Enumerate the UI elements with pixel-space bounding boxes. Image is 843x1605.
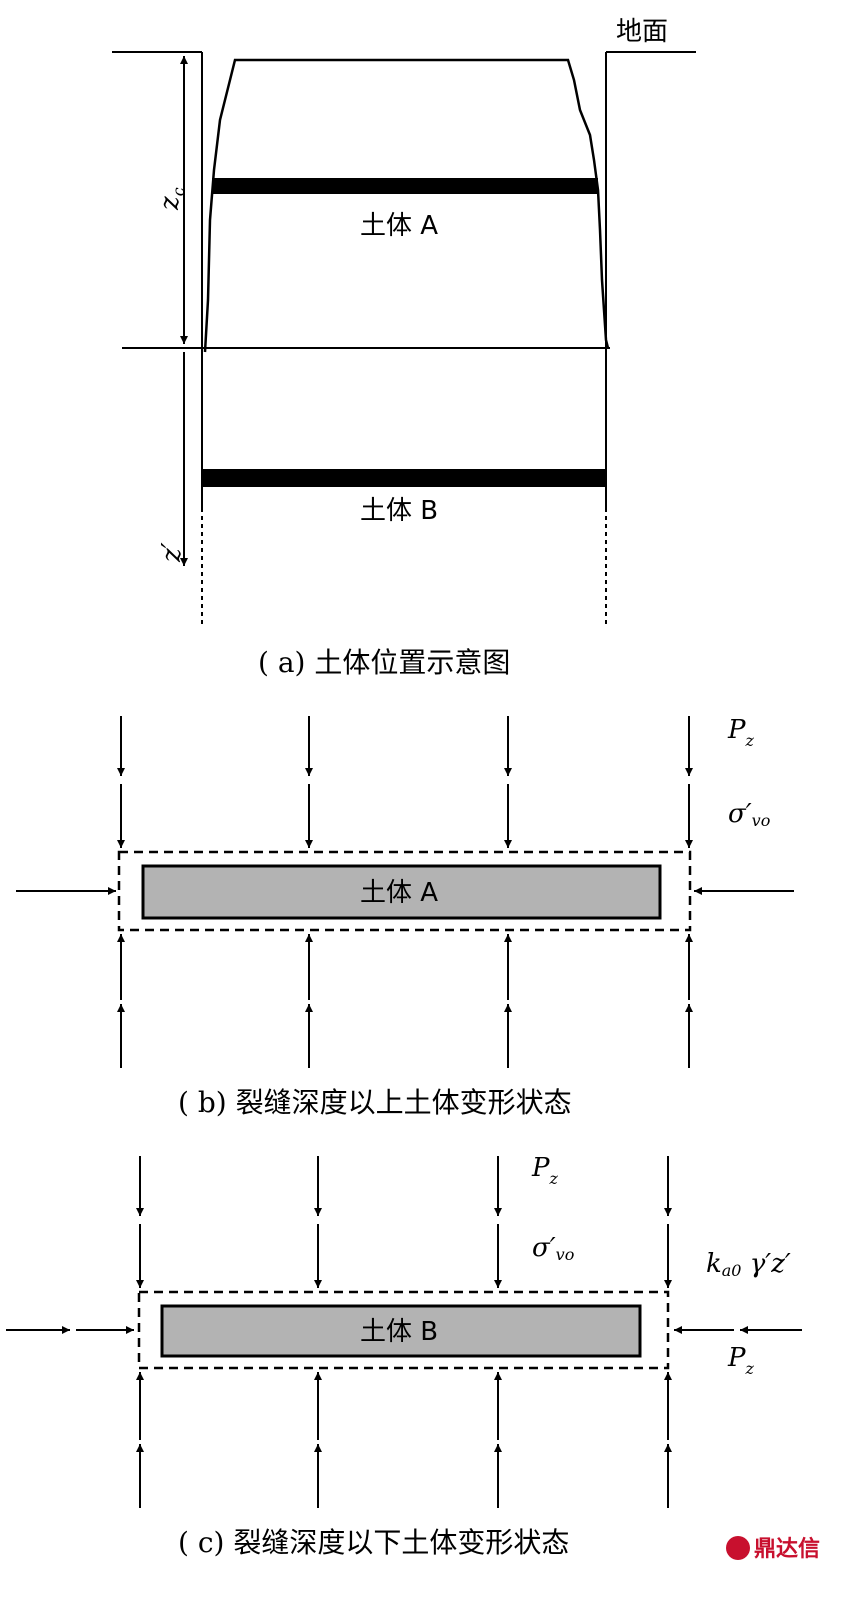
zc-symbol: zc: [155, 187, 188, 211]
crack-profile: [203, 58, 610, 353]
soil-b-layer: [202, 469, 606, 487]
ka-label-c: ka0 γ′z′: [706, 1249, 791, 1280]
sigma-label-b: σ′vo: [728, 799, 770, 830]
watermark: 鼎达信: [726, 1536, 820, 1562]
ground-label: 地面: [616, 17, 668, 47]
top-arrows-b: [117, 716, 693, 848]
bottom-arrows-c: [136, 1372, 672, 1508]
caption-b: ( b) 裂缝深度以上土体变形状态: [178, 1086, 572, 1119]
zprime-symbol: z′: [157, 542, 187, 563]
soil-a-layer: [212, 178, 598, 194]
pz-label-c: Pz: [531, 1153, 559, 1188]
top-arrows-c: [136, 1156, 672, 1288]
soil-a-block-label: 土体 A: [360, 878, 438, 908]
sigma-label-c: σ′vo: [532, 1233, 574, 1264]
soil-b-block-label: 土体 B: [360, 1317, 438, 1347]
bottom-arrows-b: [117, 934, 693, 1068]
boundary-c: [137, 1290, 670, 1370]
pz-label-b: Pz: [727, 715, 755, 750]
panel-a: 地面 土体 A 土体 B zc z′ ( a) 土体位置示意图: [112, 17, 696, 679]
watermark-logo-icon: [726, 1536, 750, 1560]
soil-b-label: 土体 B: [360, 496, 438, 526]
watermark-text: 鼎达信: [754, 1536, 820, 1562]
panel-b: 土体 A Pz σ′: [16, 715, 794, 1119]
soil-a-label: 土体 A: [360, 211, 438, 241]
boundary-b: [117, 850, 692, 932]
caption-a: ( a) 土体位置示意图: [258, 646, 510, 679]
pz2-label-c: Pz: [727, 1343, 755, 1378]
panel-c: 土体 B: [6, 1153, 802, 1559]
caption-c: ( c) 裂缝深度以下土体变形状态: [178, 1526, 569, 1559]
soil-a-block: [141, 864, 662, 920]
soil-b-block: [160, 1304, 642, 1358]
